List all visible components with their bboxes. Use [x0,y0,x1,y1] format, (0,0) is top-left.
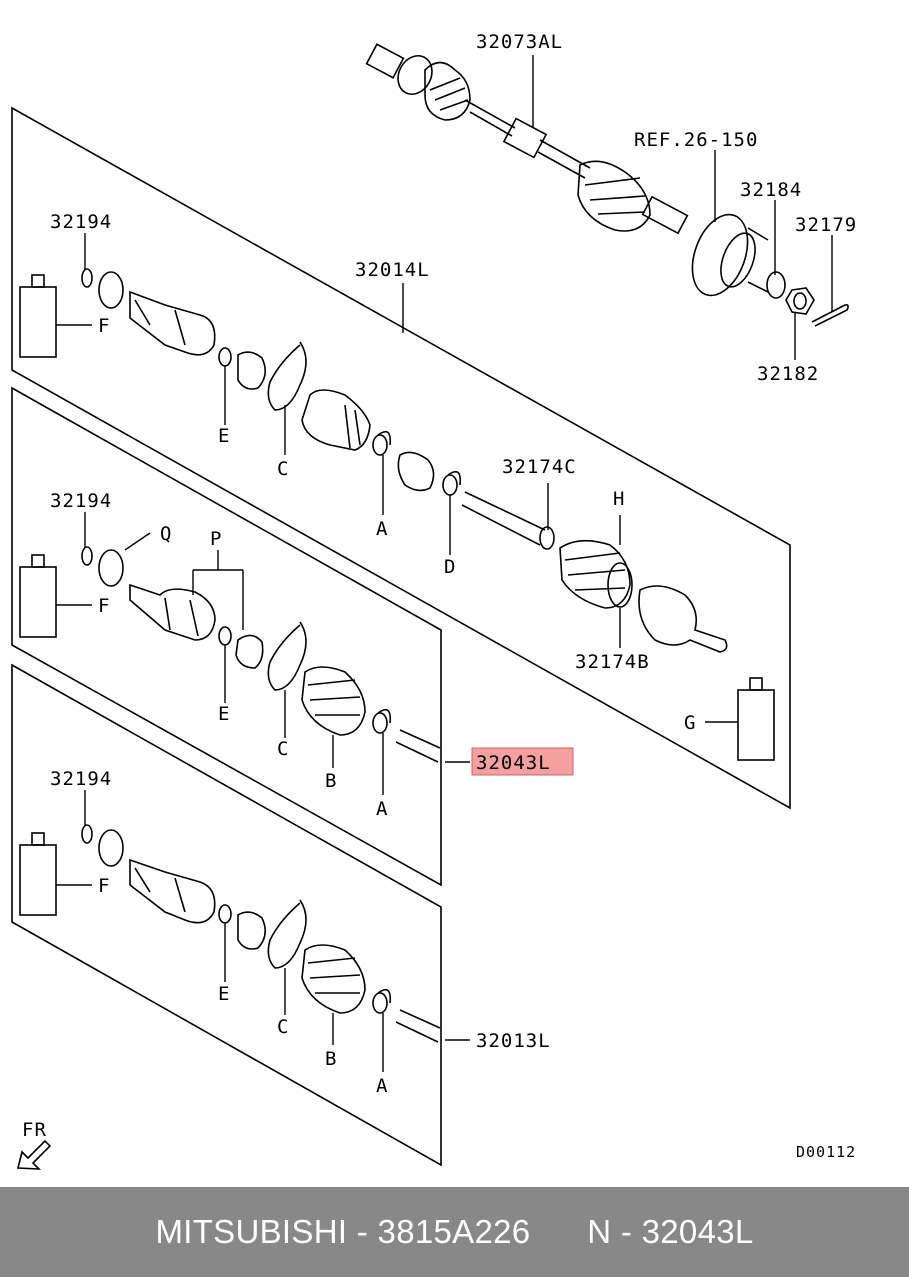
snap-ring-e-upper [218,347,232,367]
circlip-middle [81,546,93,566]
label-32194-upper: 32194 [50,211,112,233]
boot-upper [301,389,371,451]
tripod-housing-middle [129,583,216,641]
grease-f-middle [19,554,57,638]
label-a-middle: A [376,798,388,820]
label-e-middle: E [218,703,230,725]
band-32174b [607,562,633,608]
ring-lower [98,829,124,867]
inner-joint-upper [129,290,216,356]
label-b-lower: B [325,1048,337,1070]
label-fr: FR [22,1119,47,1141]
spider-lower [237,911,266,950]
inner-joint-lower [129,858,216,924]
outer-joint-upper [638,585,728,653]
label-32073al: 32073AL [476,31,563,53]
shaft-upper [461,491,546,546]
label-g: G [684,712,696,734]
shaft-lower [395,1009,441,1043]
label-b-middle: B [325,770,337,792]
label-32043l: 32043L [476,752,551,774]
grease-f-lower [19,832,57,916]
panel-32043l [11,386,442,887]
band-c-lower [267,899,307,969]
footer-bar: MITSUBISHI - 3815A226 N - 32043L [0,1187,909,1277]
part-number: 3815A226 [377,1213,531,1250]
label-a-lower: A [376,1075,388,1097]
spider-middle [235,634,264,669]
label-c-upper: C [277,458,289,480]
label-f-upper: F [98,315,110,337]
washer-32184 [766,271,786,299]
label-32194-middle: 32194 [50,490,112,512]
label-e-upper: E [218,425,230,447]
band-d [442,474,458,496]
band-c-middle [267,621,307,691]
grease-g [737,677,775,761]
diagram-code: D00112 [796,1143,856,1161]
panel-32013l [11,663,442,1167]
label-c-middle: C [277,738,289,760]
band-a-middle [372,712,388,734]
circlip-upper [81,268,93,288]
clip-32174c [539,526,555,550]
panel-32014l [11,106,791,810]
label-32184: 32184 [740,179,802,201]
label-f-middle: F [98,595,110,617]
footer-caption: MITSUBISHI - 3815A226 N - 32043L [155,1213,753,1251]
hub [691,213,769,297]
label-a-upper: A [376,518,388,540]
exploded-parts-diagram: 32073AL REF.26-150 32184 32179 32182 320… [11,31,857,1170]
label-32182: 32182 [757,363,819,385]
boot-b-lower [301,944,366,1014]
part-labels: 32073AL REF.26-150 32184 32179 32182 320… [22,31,857,1161]
ref-number: 32043L [641,1213,754,1250]
damper-upper [397,451,435,492]
grease-f-upper [19,274,57,358]
brand-name: MITSUBISHI [155,1213,348,1250]
boot-b-middle [301,666,366,736]
highlight-32043l [471,747,574,776]
shaft-middle [395,729,441,763]
ring-q [98,549,124,587]
snap-ring-e-middle [218,626,232,646]
label-f-lower: F [98,875,110,897]
separator: - [347,1213,378,1250]
label-d: D [444,556,456,578]
label-q: Q [160,523,172,545]
front-direction-arrow-icon [16,1139,52,1170]
spacer [530,1213,587,1250]
label-32174b: 32174B [575,651,650,673]
label-32013l: 32013L [476,1030,551,1052]
band-a-upper [372,434,388,456]
circlip-lower [81,824,93,844]
spider-upper [237,351,266,390]
label-h: H [613,488,625,510]
label-ref-26-150: REF.26-150 [634,129,758,151]
drive-shaft-assembly [365,43,689,235]
ring-upper [98,271,124,309]
leader-lines [56,55,833,1072]
label-32179: 32179 [795,214,857,236]
band-a-lower [372,992,388,1014]
cotter-pin-32179 [811,304,849,327]
label-p: P [210,528,222,550]
label-32174c: 32174C [502,456,577,478]
ref-prefix: N - [587,1213,642,1250]
band-c-upper [267,341,307,411]
label-e-lower: E [218,983,230,1005]
outer-boot-upper [559,539,631,609]
label-c-lower: C [277,1016,289,1038]
label-32014l: 32014L [355,259,430,281]
label-32194-lower: 32194 [50,768,112,790]
nut-32182 [785,287,815,315]
snap-ring-e-lower [218,904,232,924]
